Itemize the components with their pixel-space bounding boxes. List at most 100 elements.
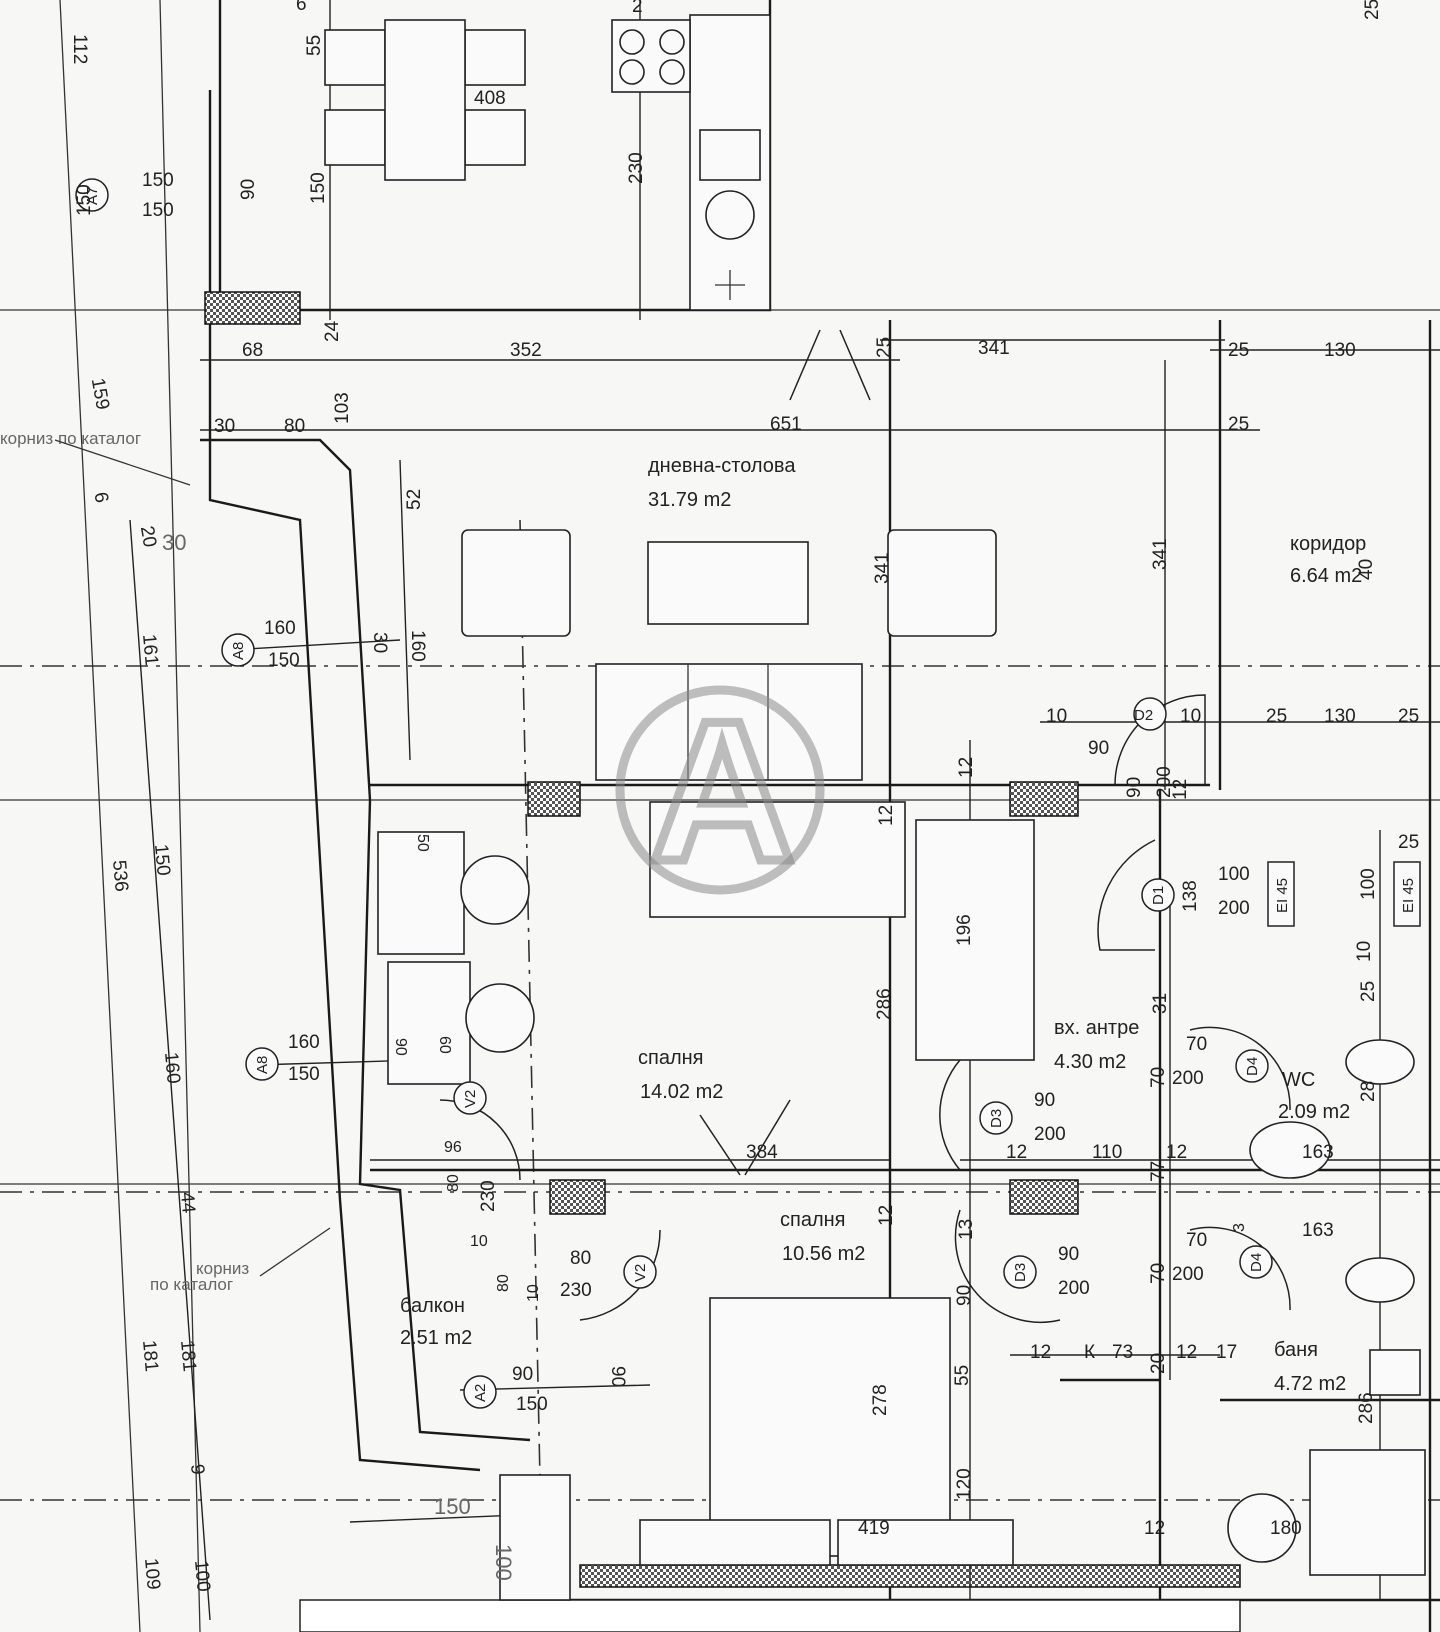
dim-label: 55	[952, 1365, 973, 1386]
dim-label: 181	[138, 1339, 162, 1372]
wc-area: 2.09 m2	[1278, 1101, 1350, 1123]
balcony-name: балкон	[400, 1295, 465, 1317]
dimension-labels: 112 150 150 150 90 55 408 230 150 68 24 …	[69, 0, 1419, 1593]
dim-label: 160	[160, 1051, 184, 1084]
dim-label: 70	[1148, 1067, 1169, 1088]
dim-label: 200	[1172, 1264, 1204, 1285]
dim-label: 90	[392, 1038, 409, 1056]
dim-label: 25	[1228, 414, 1249, 435]
dim-label: 25	[1398, 706, 1419, 727]
dim-label: 10	[470, 1233, 488, 1250]
dim-label: 9	[186, 1463, 208, 1475]
dim-label: 384	[746, 1142, 778, 1163]
dim-label: 341	[1150, 538, 1171, 570]
dim-label: 200	[1154, 766, 1175, 798]
dim-label: 13	[956, 1219, 977, 1240]
dim-label: 150	[288, 1064, 320, 1085]
dim-label: 25	[1266, 706, 1287, 727]
dim-label: 230	[626, 152, 647, 184]
dim-label: 10	[525, 1284, 542, 1302]
dim-label: 230	[560, 1280, 592, 1301]
dim-label: 100	[491, 1544, 516, 1581]
marker-d3-top: D3	[988, 1109, 1005, 1128]
bedroom1-furniture	[377, 801, 1035, 1085]
dim-label: 138	[1180, 880, 1201, 912]
dim-label: 278	[870, 1384, 891, 1416]
dim-label: 12	[1166, 1142, 1187, 1163]
dim-label: 200	[1218, 898, 1250, 919]
dim-label: 419	[858, 1518, 890, 1539]
dim-label: 25	[1358, 981, 1379, 1002]
dim-label: 73	[1112, 1342, 1133, 1363]
cornice-note-bottom-1: корниз	[196, 1259, 249, 1278]
balcony-box	[499, 1474, 571, 1601]
dim-label: 70	[1186, 1230, 1207, 1251]
marker-d3-bottom: D3	[1012, 1263, 1029, 1282]
dim-label: 55	[304, 35, 325, 56]
dim-label: 160	[407, 630, 428, 662]
dim-label: 159	[87, 376, 113, 411]
wc-name: WC	[1282, 1069, 1315, 1091]
dim-label: 3	[1231, 1223, 1248, 1232]
dim-label: 90	[954, 1285, 975, 1306]
corridor-area: 6.64 m2	[1290, 565, 1362, 587]
entrance-area: 4.30 m2	[1054, 1051, 1126, 1073]
marker-d4-bottom: D4	[1248, 1253, 1265, 1272]
corridor-name: коридор	[1290, 533, 1366, 555]
dim-label: 50	[414, 834, 431, 852]
dim-label: 80	[495, 1274, 512, 1292]
dim-label: 130	[1324, 340, 1356, 361]
marker-d2: D2	[1134, 707, 1153, 724]
dim-label: 80	[284, 416, 305, 437]
dim-label: 196	[954, 914, 975, 946]
dim-label: 150	[142, 200, 174, 221]
dim-label: 20	[1148, 1353, 1169, 1374]
dim-label: 70	[1186, 1034, 1207, 1055]
dim-label: 31	[1150, 993, 1171, 1014]
dim-label: 80	[570, 1248, 591, 1269]
dim-label: 90	[607, 1366, 628, 1387]
living-room-area: 31.79 m2	[648, 489, 731, 511]
bedroom1-name: спалня	[638, 1047, 704, 1069]
dim-label: 286	[874, 988, 895, 1020]
dim-label: 150	[74, 184, 95, 216]
dim-label: 150	[268, 650, 300, 671]
dim-label: 12	[1170, 779, 1191, 800]
marker-d4-top: D4	[1244, 1057, 1261, 1076]
dim-label: 24	[322, 320, 343, 342]
dim-label: 352	[510, 340, 542, 361]
fire-ratings: EI 45 EI 45	[1267, 861, 1421, 927]
dim-label: 30	[214, 416, 235, 437]
dim-label: 150	[434, 1494, 471, 1519]
dim-label: 6	[89, 490, 112, 504]
dim-label: 90	[1124, 777, 1145, 798]
bedroom2-furniture	[639, 1297, 1014, 1566]
dim-label: 96	[444, 1139, 462, 1156]
watermark-letter: A	[650, 680, 794, 903]
dim-label: 536	[108, 859, 132, 892]
marker-d1: D1	[1150, 886, 1167, 905]
marker-a8-bottom: A8	[254, 1056, 271, 1074]
dim-label: 25	[1228, 340, 1249, 361]
dim-label: 12	[1176, 1342, 1197, 1363]
dim-label: 200	[1172, 1068, 1204, 1089]
dim-label: 100	[1358, 868, 1379, 900]
marker-a2: A2	[472, 1384, 489, 1402]
balcony-area: 2.51 m2	[400, 1327, 472, 1349]
dim-label: 44	[176, 1191, 199, 1214]
dim-label: 90	[1034, 1090, 1055, 1111]
dim-label: 12	[1006, 1142, 1027, 1163]
dim-label: 77	[1148, 1161, 1169, 1182]
dim-label: 60	[436, 1036, 453, 1054]
dim-label: 341	[872, 552, 893, 584]
notes: корниз по каталог корниз по каталог	[0, 429, 331, 1294]
dim-label: 100	[190, 1559, 214, 1592]
dim-label: 110	[1092, 1142, 1122, 1163]
dim-label: 180	[1270, 1518, 1302, 1539]
dim-label: 408	[474, 88, 506, 109]
dim-label: 163	[1302, 1142, 1334, 1163]
dim-label: 10	[1046, 706, 1067, 727]
dim-label: 30	[369, 632, 390, 653]
dim-label: 30	[162, 530, 186, 555]
dim-label: 25	[1362, 0, 1383, 20]
